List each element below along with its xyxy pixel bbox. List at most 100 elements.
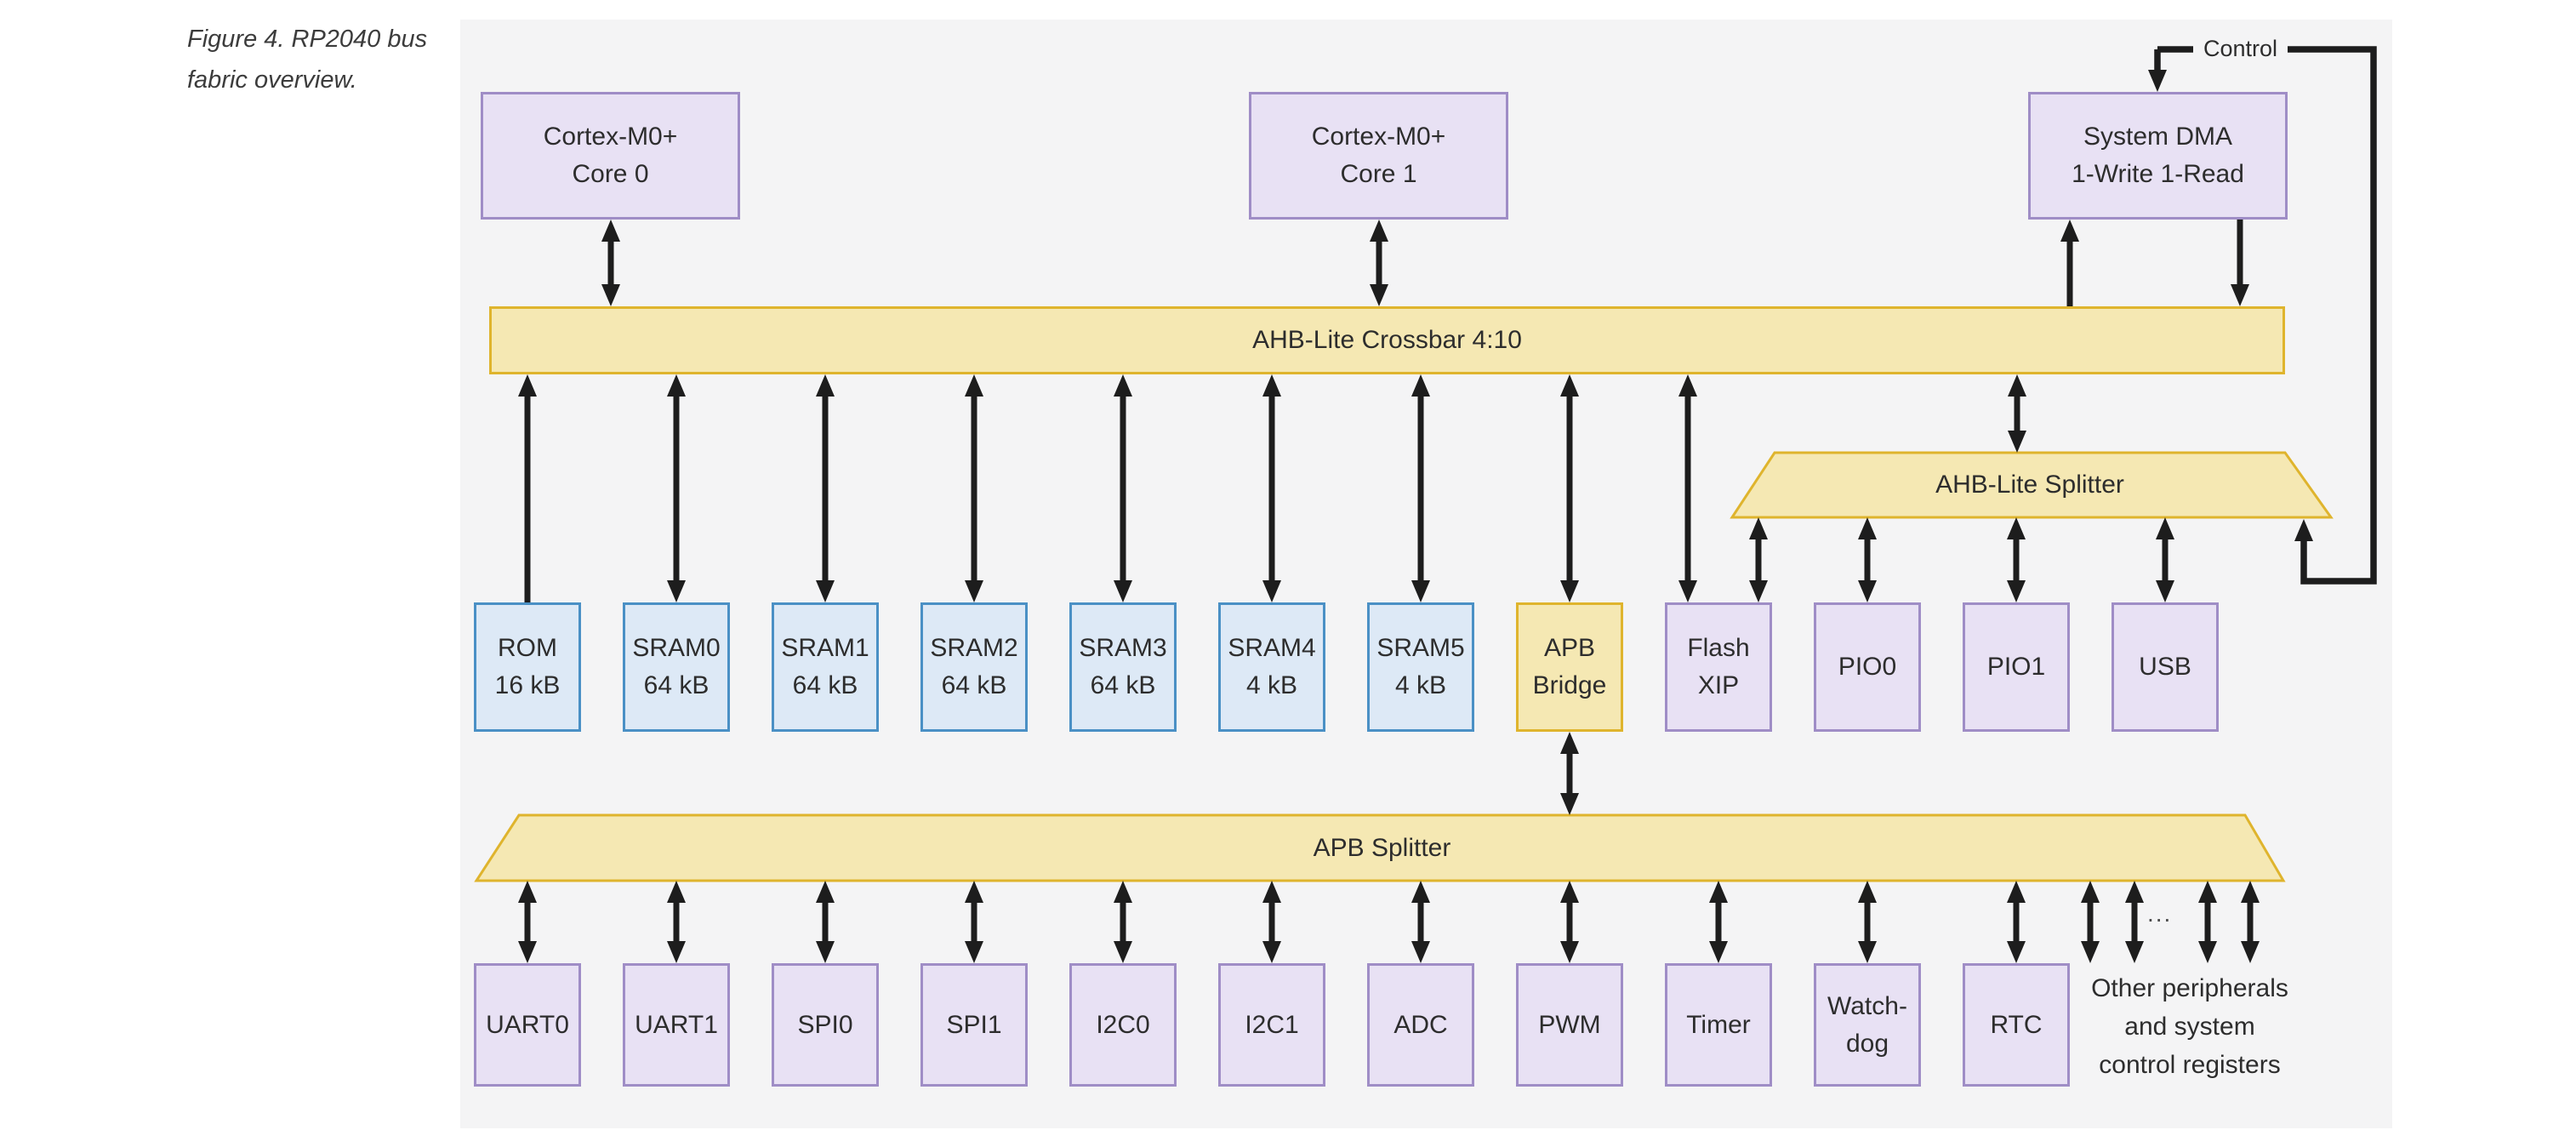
sram5-name: SRAM5	[1376, 634, 1465, 662]
rom-size: 16 kB	[494, 671, 561, 699]
box-core1: Cortex-M0+ Core 1	[1249, 92, 1508, 220]
arrowhead-down	[2156, 580, 2174, 602]
arrowhead-up	[2081, 881, 2100, 903]
pwm-label: PWM	[1538, 1010, 1601, 1039]
box-rom: ROM 16 kB	[474, 602, 581, 732]
pio0-label: PIO0	[1838, 653, 1897, 681]
arrowhead-up	[1411, 881, 1430, 903]
spi1-label: SPI1	[946, 1010, 1002, 1039]
box-adc: ADC	[1367, 963, 1474, 1087]
arrowhead-down	[1560, 941, 1579, 963]
usb-label: USB	[2139, 653, 2191, 681]
box-ahb-crossbar: AHB-Lite Crossbar 4:10	[489, 306, 2285, 374]
box-rtc: RTC	[1963, 963, 2070, 1087]
box-pio1: PIO1	[1963, 602, 2070, 732]
arrowhead-down	[1560, 793, 1579, 815]
box-sram2: SRAM2 64 kB	[920, 602, 1028, 732]
arrowhead-down	[667, 580, 686, 602]
arrowhead-down	[816, 941, 835, 963]
box-usb: USB	[2112, 602, 2219, 732]
watchdog-line2: dog	[1845, 1029, 1889, 1058]
arrowhead-up	[1411, 374, 1430, 397]
arrowhead-down	[1114, 580, 1132, 602]
box-flash-xip: Flash XIP	[1665, 602, 1772, 732]
timer-label: Timer	[1686, 1010, 1751, 1039]
arrowhead-down	[2081, 941, 2100, 963]
box-apb-bridge: APB Bridge	[1516, 602, 1623, 732]
rom-name: ROM	[498, 634, 557, 662]
uart1-label: UART1	[635, 1010, 718, 1039]
ahb-crossbar-label: AHB-Lite Crossbar 4:10	[1252, 326, 1522, 354]
box-spi1: SPI1	[920, 963, 1028, 1087]
arrowhead-down	[667, 941, 686, 963]
arrowhead-up	[965, 374, 983, 397]
arrowhead-down	[1560, 580, 1579, 602]
arrowhead-up	[518, 374, 537, 397]
arrowhead-up	[1858, 881, 1877, 903]
arrowhead-down	[601, 284, 620, 306]
arrowhead-down	[2231, 284, 2249, 306]
arrowhead-up	[1262, 374, 1281, 397]
sram0-name: SRAM0	[632, 634, 721, 662]
flash-line2: XIP	[1697, 671, 1740, 699]
arrowhead-up	[2125, 881, 2144, 903]
other-note-line3: control registers	[2099, 1051, 2281, 1079]
other-peripherals-note: Other peripherals and system control reg…	[2054, 969, 2326, 1084]
other-note-line2: and system	[2124, 1013, 2255, 1041]
arrowhead-down	[1370, 284, 1388, 306]
box-sram3: SRAM3 64 kB	[1069, 602, 1177, 732]
arrowhead-down	[1709, 941, 1728, 963]
rtc-label: RTC	[1990, 1010, 2043, 1039]
box-sram0: SRAM0 64 kB	[623, 602, 730, 732]
arrowhead-up	[518, 881, 537, 903]
arrowhead-up	[816, 374, 835, 397]
arrowhead-down	[1262, 580, 1281, 602]
arrowhead-up	[2198, 881, 2217, 903]
arrowhead-up	[1262, 881, 1281, 903]
arrowhead-up	[2156, 517, 2174, 539]
arrowhead-up	[601, 220, 620, 242]
arrowhead-up	[965, 881, 983, 903]
sram5-size: 4 kB	[1394, 671, 1447, 699]
dma-line1: System DMA	[2083, 123, 2233, 151]
apb-bridge-line1: APB	[1543, 634, 1596, 662]
control-arrowhead-into-splitter	[2294, 519, 2313, 541]
arrowhead-up	[2060, 220, 2079, 242]
arrowhead-up	[667, 881, 686, 903]
arrowhead-up	[1560, 881, 1579, 903]
box-i2c1: I2C1	[1218, 963, 1325, 1087]
flash-line1: Flash	[1687, 634, 1750, 662]
pio1-label: PIO1	[1986, 653, 2046, 681]
arrowhead-down	[518, 941, 537, 963]
box-spi0: SPI0	[772, 963, 879, 1087]
box-uart1: UART1	[623, 963, 730, 1087]
i2c0-label: I2C0	[1096, 1010, 1150, 1039]
arrowhead-up	[1560, 732, 1579, 754]
control-arrowhead-into-dma	[2148, 70, 2167, 92]
box-system-dma: System DMA 1-Write 1-Read	[2028, 92, 2288, 220]
arrowhead-up	[1370, 220, 1388, 242]
arrowhead-down	[965, 580, 983, 602]
core0-line1: Cortex-M0+	[543, 123, 678, 151]
arrowhead-up	[1749, 517, 1768, 539]
arrowhead-down	[965, 941, 983, 963]
other-note-line1: Other peripherals	[2091, 974, 2288, 1002]
arrowhead-down	[1411, 941, 1430, 963]
arrowhead-down	[2007, 941, 2026, 963]
ahb-lite-splitter-shape	[1730, 451, 2334, 519]
sram1-size: 64 kB	[792, 671, 858, 699]
box-timer: Timer	[1665, 963, 1772, 1087]
arrowhead-down	[2008, 431, 2026, 453]
arrowhead-up	[816, 881, 835, 903]
sram2-name: SRAM2	[930, 634, 1018, 662]
adc-label: ADC	[1393, 1010, 1448, 1039]
box-uart0: UART0	[474, 963, 581, 1087]
arrowhead-down	[1114, 941, 1132, 963]
box-watchdog: Watch- dog	[1814, 963, 1921, 1087]
box-sram5: SRAM5 4 kB	[1367, 602, 1474, 732]
arrowhead-up	[2007, 881, 2026, 903]
core1-line1: Cortex-M0+	[1311, 123, 1446, 151]
core1-line2: Core 1	[1340, 160, 1417, 188]
core0-line2: Core 0	[572, 160, 649, 188]
